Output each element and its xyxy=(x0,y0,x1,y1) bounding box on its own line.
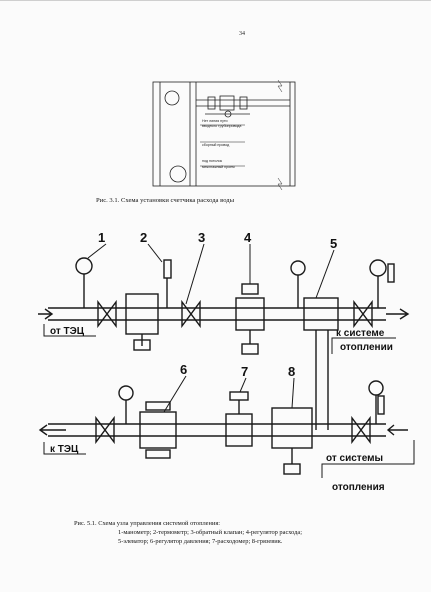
figure2-caption-title: Рис. 5.1. Схема узла управления системой… xyxy=(74,520,221,527)
heating-control-unit-scheme: 1 2 3 4 5 6 7 8 от ТЭЦ к системе отоплен… xyxy=(38,230,415,493)
label-to-system-line2: отоплении xyxy=(340,342,393,353)
thermometer-right xyxy=(387,263,395,283)
mud-trap-8 xyxy=(271,407,313,449)
callout-leader-8 xyxy=(291,377,295,409)
callout-leader-2 xyxy=(147,243,163,263)
label-c: сборный провод xyxy=(202,143,230,147)
callout-8: 8 xyxy=(288,364,295,379)
figure2-caption-line3: 5-элеватор; 6-регулятор давления; 7-расх… xyxy=(118,538,283,545)
return-valve-right xyxy=(351,415,371,445)
gauge-bottom xyxy=(169,165,187,183)
return-thermometer-right xyxy=(377,395,385,415)
page-number: 34 xyxy=(239,31,245,37)
page-top-border xyxy=(0,0,431,1)
gauge-top xyxy=(164,90,180,106)
label-from-system-line2: отопления xyxy=(332,482,385,493)
check-valve-3 xyxy=(181,299,201,329)
thermometer-2 xyxy=(163,259,172,279)
figure1-caption: Рис. 3.1. Схема установки счетчика расхо… xyxy=(96,197,235,204)
return-arrow-in xyxy=(386,424,408,436)
pressure-regulator-6 xyxy=(139,411,177,449)
supply-arrow-out xyxy=(386,308,410,320)
elevator-5 xyxy=(303,297,339,331)
label-to-tec: к ТЭЦ xyxy=(50,444,79,455)
meter-valve-2 xyxy=(239,96,248,110)
label-from-system-line1: от системы xyxy=(326,453,383,464)
manometer-right xyxy=(369,259,387,277)
supply-valve-left xyxy=(97,299,117,329)
meter-body xyxy=(219,95,235,111)
supply-body-1 xyxy=(125,293,159,335)
label-a: Нет линия пути xyxy=(202,119,228,123)
callout-leader-1 xyxy=(87,243,107,259)
label-from-tec: от ТЭЦ xyxy=(50,326,85,337)
callout-leader-7 xyxy=(239,377,247,393)
return-manometer-right xyxy=(368,380,384,396)
pressure-regulator-6-top xyxy=(145,401,171,411)
return-manometer-left xyxy=(118,385,134,401)
callout-4: 4 xyxy=(244,230,252,245)
callout-3: 3 xyxy=(198,230,205,245)
from-system-bracket xyxy=(321,440,415,478)
flow-regulator-4-base xyxy=(241,343,259,355)
mud-trap-8-drain xyxy=(283,463,301,475)
manometer-1 xyxy=(75,257,93,275)
supply-arrow-in xyxy=(38,308,54,320)
figure2-caption-line2: 1-манометр; 2-термометр; 3-обратный клап… xyxy=(118,529,303,536)
callout-leader-6 xyxy=(163,375,187,413)
water-meter-scheme: Нет линия пути вводного трубопровода сбо… xyxy=(152,80,296,190)
manometer-top-mid xyxy=(290,260,306,276)
break-mark-top xyxy=(277,80,283,93)
return-valve-left xyxy=(95,415,115,445)
flow-meter-7-head xyxy=(229,391,249,401)
callout-2: 2 xyxy=(140,230,147,245)
flow-meter-7 xyxy=(225,413,253,447)
meter-room-frame xyxy=(152,81,296,187)
break-mark-bottom xyxy=(277,177,283,190)
label-d: под потолок xyxy=(202,159,222,163)
to-system-bracket xyxy=(331,337,396,354)
callout-5: 5 xyxy=(330,236,337,251)
meter-valve-1 xyxy=(207,96,216,110)
label-b: вводного трубопровода xyxy=(202,124,241,128)
bypass-valve xyxy=(224,110,232,118)
label-to-system-line1: к системе xyxy=(336,328,385,339)
callout-6: 6 xyxy=(180,362,187,377)
figure2-caption: Рис. 5.1. Схема узла управления системой… xyxy=(74,519,404,546)
supply-drain-a xyxy=(133,339,151,351)
supply-valve-right xyxy=(353,299,373,329)
callout-7: 7 xyxy=(241,364,248,379)
return-arrow-out xyxy=(38,424,66,436)
label-e: межэтажный проем xyxy=(202,165,235,169)
callout-1: 1 xyxy=(98,230,105,245)
callout-leader-3 xyxy=(185,243,205,305)
flow-regulator-4-cap xyxy=(241,283,259,295)
to-tec-bracket xyxy=(43,442,86,455)
pressure-regulator-6-bottom xyxy=(145,449,171,459)
from-tec-bracket xyxy=(43,324,96,337)
callout-leader-5 xyxy=(315,249,335,299)
flow-regulator-4 xyxy=(235,297,265,331)
